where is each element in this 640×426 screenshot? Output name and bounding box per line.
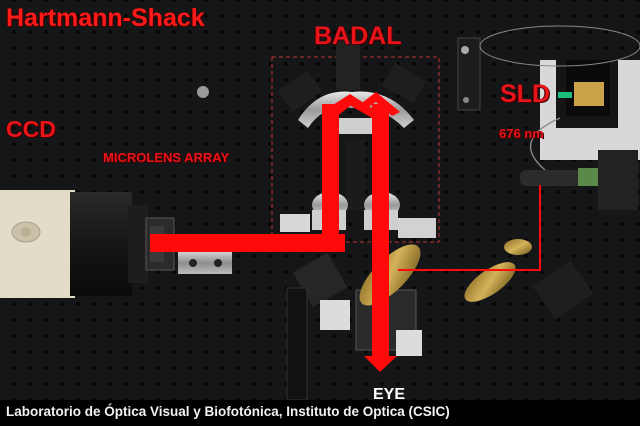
badal-enclosure	[271, 56, 440, 243]
laser-beams	[150, 92, 572, 372]
ccd-camera	[0, 190, 175, 298]
title-label: Hartmann-Shack	[6, 4, 205, 32]
caption-text: Laboratorio de Óptica Visual y Biofotóni…	[6, 404, 450, 419]
caption-bar	[0, 400, 640, 426]
wavelength-label: 676 nm	[499, 126, 544, 141]
ccd-label: CCD	[6, 116, 56, 142]
microlens-array-label: MICROLENS ARRAY	[103, 150, 230, 165]
badal-label: BADAL	[314, 22, 402, 50]
arrow-down-icon	[364, 356, 397, 372]
sld-source	[479, 25, 640, 210]
eye-label: EYE	[373, 386, 406, 403]
optical-setup-photo	[0, 25, 640, 400]
microlens-mount	[178, 252, 232, 274]
sld-label: SLD	[500, 80, 550, 108]
badal-mirrors	[277, 40, 427, 134]
post-rail	[286, 287, 308, 400]
